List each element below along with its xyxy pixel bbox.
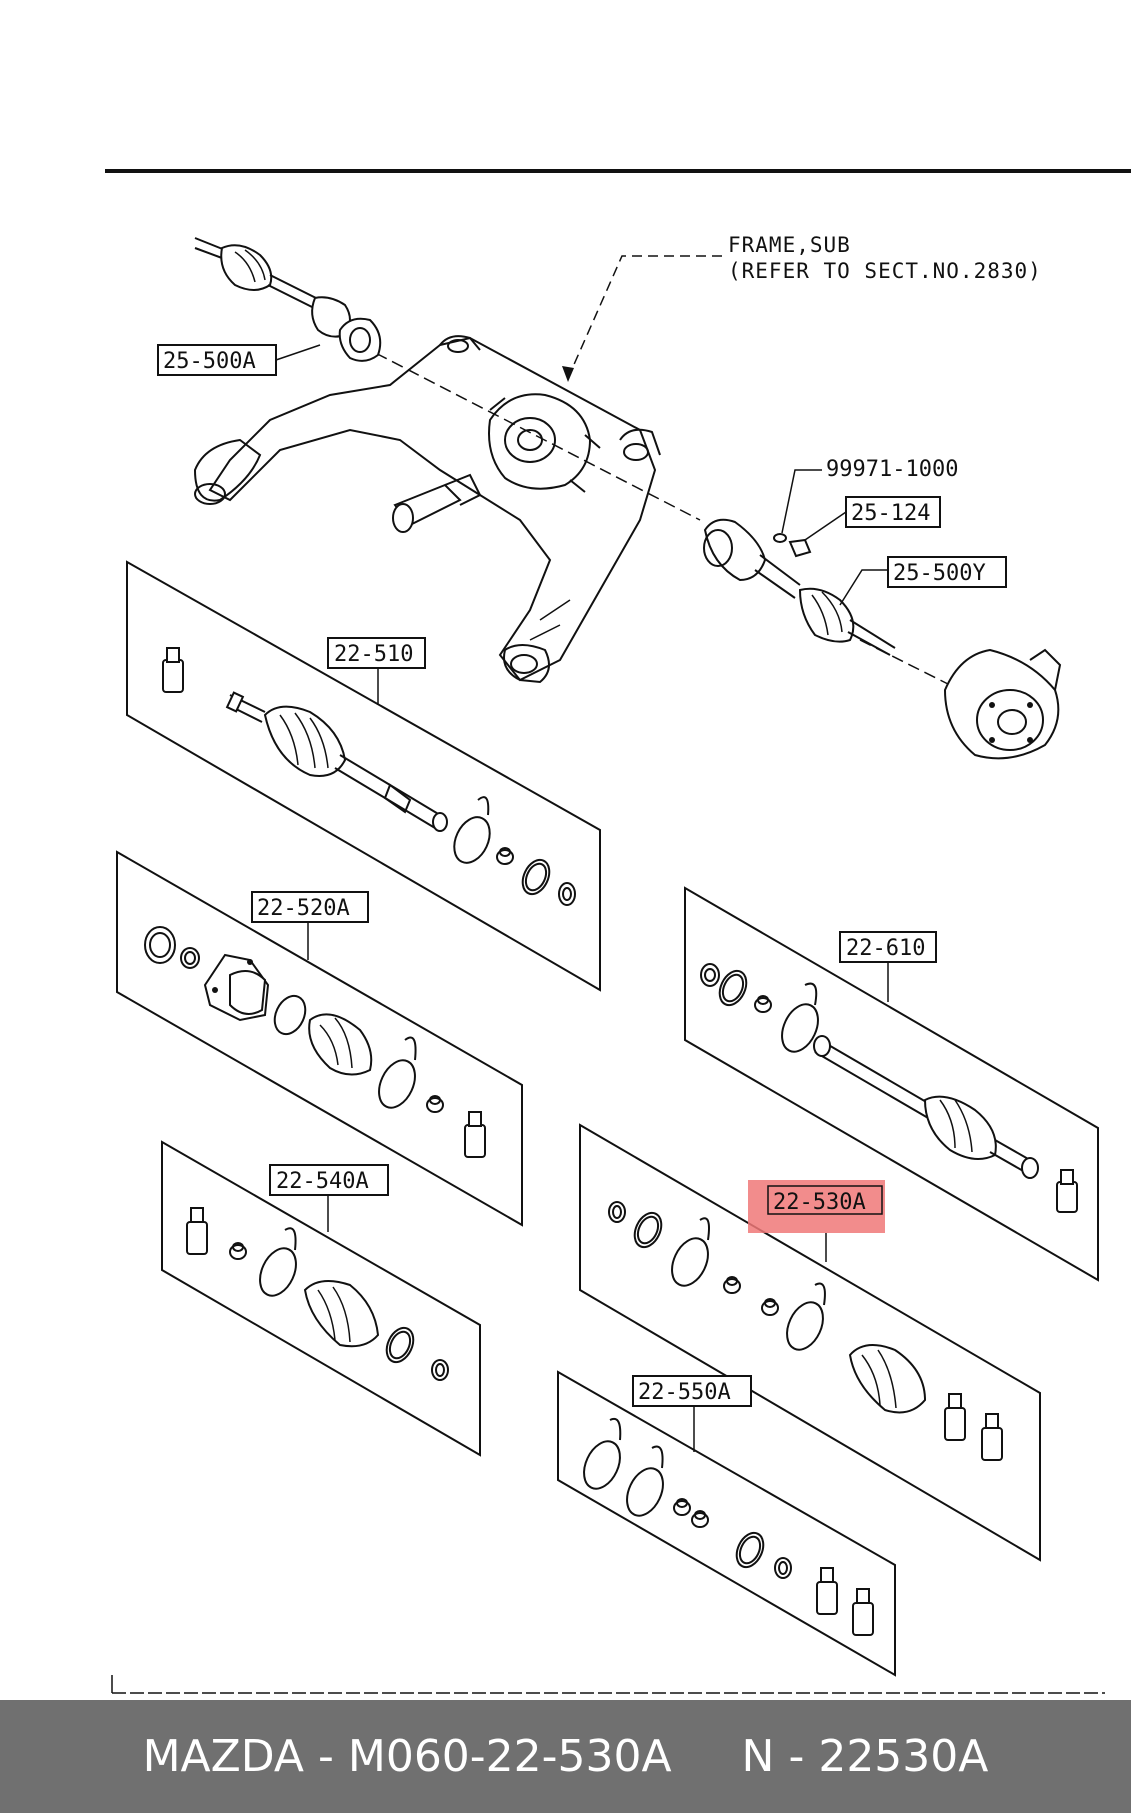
callout-99971-1000: 99971-1000 — [773, 457, 958, 543]
frame-sub-note: FRAME,SUB (REFER TO SECT.NO.2830) — [562, 233, 1042, 382]
drive-shaft-left-illustration — [194, 237, 382, 362]
panel-22-550A: 22-550A — [557, 1370, 896, 1677]
frame-sub-reference: (REFER TO SECT.NO.2830) — [728, 259, 1042, 283]
part-number-caption: MAZDA - M060-22-530A N - 22530A — [142, 1731, 989, 1782]
callout-label: 99971-1000 — [826, 457, 958, 482]
callout-25-500Y: 25-500Y — [839, 556, 1007, 606]
frame-sub-label: FRAME,SUB — [728, 233, 851, 257]
callout-label: 25-500Y — [893, 561, 986, 586]
parts-diagram: FRAME,SUB (REFER TO SECT.NO.2830) — [105, 169, 1131, 1694]
callout-22-540A: 22-540A — [269, 1164, 389, 1232]
callout-25-500A: 25-500A — [157, 344, 321, 376]
callout-label: 22-610 — [846, 936, 925, 961]
callout-label: 22-550A — [638, 1380, 731, 1405]
callout-22-550A: 22-550A — [632, 1375, 752, 1452]
panel-22-520A: 22-520A — [116, 850, 523, 1227]
callout-22-510: 22-510 — [327, 637, 426, 705]
callout-label: 25-500A — [163, 349, 256, 374]
callout-25-124: 25-124 — [788, 496, 941, 558]
hub-knuckle-illustration — [943, 648, 1062, 760]
footer-bar: MAZDA - M060-22-530A N - 22530A — [0, 1700, 1131, 1813]
drive-shaft-right-illustration — [703, 518, 896, 656]
panel-22-610: 22-610 — [684, 886, 1099, 1282]
callout-label: 25-124 — [851, 501, 930, 526]
panel-22-510: 22-510 — [126, 560, 601, 992]
highlight-box — [748, 1180, 885, 1233]
callout-label: 22-510 — [334, 642, 413, 667]
callout-label: 22-520A — [257, 896, 350, 921]
callout-label: 22-540A — [276, 1169, 369, 1194]
callout-label: 22-530A — [773, 1190, 866, 1215]
panel-22-540A: 22-540A — [161, 1140, 481, 1457]
callout-22-530A[interactable]: 22-530A — [748, 1180, 885, 1262]
sub-frame-illustration — [193, 335, 661, 684]
panel-22-530A: 22-530A — [579, 1123, 1041, 1562]
callout-22-610: 22-610 — [839, 931, 937, 1002]
callout-22-520A: 22-520A — [251, 891, 369, 960]
